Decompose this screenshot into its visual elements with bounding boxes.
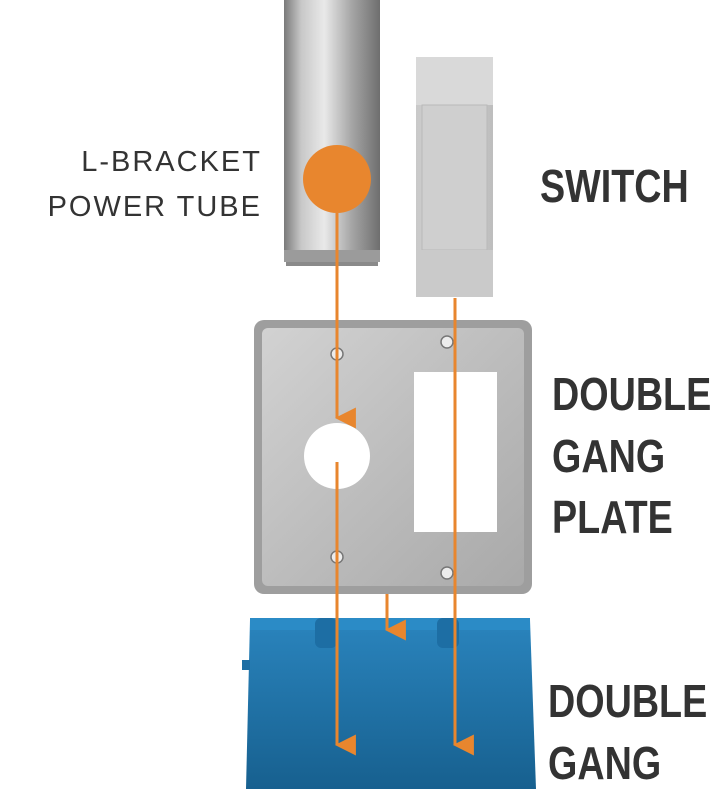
arrows [334,213,474,756]
orange-circle-marker [303,145,371,213]
label-plate-line-2: GANG [552,430,666,482]
label-box-line-1: DOUBLE [548,675,708,727]
double-gang-box [242,618,536,789]
plate-screw [440,335,454,349]
label-box-line-2: GANG [548,737,662,789]
label-plate-line-1: DOUBLE [552,368,712,420]
double-gang-plate [254,320,532,594]
label-plate-line-3: PLATE [552,491,673,543]
power-tube [284,0,380,266]
label-power-tube-line-2: POWER TUBE [47,191,262,223]
plate-screw [440,566,454,580]
label-power-tube-line-1: L-BRACKET [81,146,262,178]
plate-hole [304,423,370,489]
label-switch: SWITCH [540,160,689,212]
switch [416,57,493,297]
